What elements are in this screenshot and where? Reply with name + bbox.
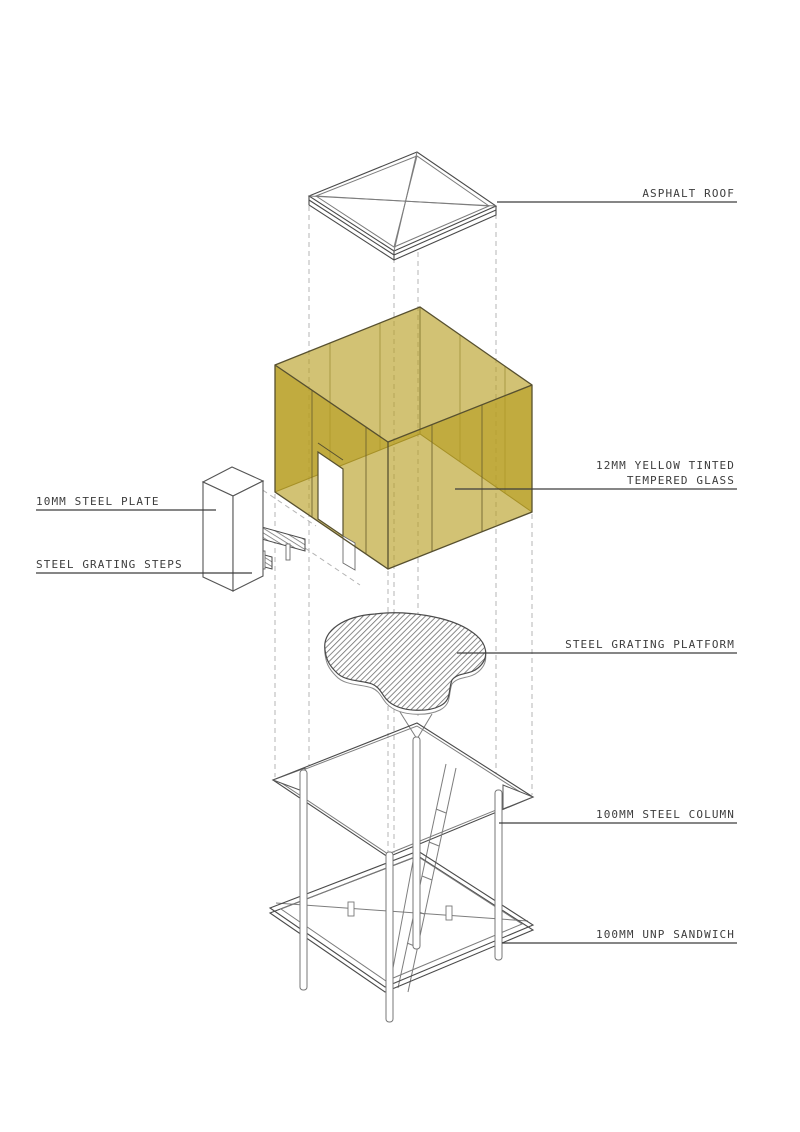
base-foot — [347, 901, 355, 917]
steel-column — [494, 789, 503, 961]
platform-support-struts — [399, 711, 433, 740]
glass-wall-front-right — [388, 385, 532, 569]
ship-ladder — [397, 763, 457, 993]
asphalt-roof-label: ASPHALT ROOF — [642, 187, 735, 200]
steel-columns — [299, 736, 503, 1023]
step-leg — [285, 543, 291, 561]
glass-box-silhouette — [274, 306, 533, 570]
glass-box — [274, 306, 533, 571]
grating-platform-label: STEEL GRATING PLATFORM — [565, 638, 735, 651]
base-ring-outer — [268, 850, 535, 988]
steel-plate-label: 10MM STEEL PLATE — [36, 495, 160, 508]
steel-column-center — [412, 736, 421, 950]
cross-bracing — [275, 855, 529, 985]
plate-right-face — [232, 480, 264, 592]
door-lintel — [317, 442, 344, 461]
steel-column-label: 100MM STEEL COLUMN — [596, 808, 735, 821]
glass-label-line1: 12MM YELLOW TINTED — [596, 459, 735, 472]
corner-gusset-right — [502, 784, 535, 810]
base-foot — [445, 905, 453, 921]
base-ring-inner — [279, 855, 524, 982]
steel-column — [299, 769, 308, 991]
column-frame — [271, 722, 535, 993]
asphalt-roof — [307, 151, 498, 261]
steel-grating-platform — [324, 612, 487, 740]
top-ring-outer — [271, 722, 535, 858]
unp-sandwich-label: 100MM UNP SANDWICH — [596, 928, 735, 941]
roof-fascia — [308, 196, 497, 261]
plate-left-face — [202, 481, 234, 592]
roof-ridge-lines — [308, 151, 497, 252]
grating-steps-label: STEEL GRATING STEPS — [36, 558, 183, 571]
top-ring-inner — [275, 725, 530, 855]
platform-grating-surface — [324, 612, 487, 711]
glass-label-line2: TEMPERED GLASS — [627, 474, 735, 487]
glass-mullions-front — [311, 390, 483, 554]
steel-column — [385, 851, 394, 1023]
annotations: ASPHALT ROOF 12MM YELLOW TINTED TEMPERED… — [36, 187, 737, 944]
unp-sandwich-base — [268, 850, 535, 993]
steel-plate — [201, 466, 265, 592]
